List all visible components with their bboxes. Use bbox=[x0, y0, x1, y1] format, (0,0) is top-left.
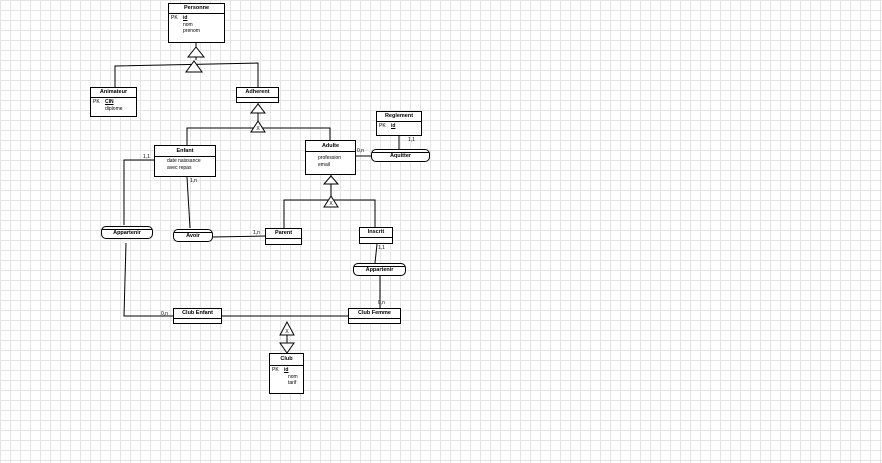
association-label: Appartenir bbox=[113, 230, 141, 236]
cardinality-label: 0,n bbox=[161, 311, 168, 317]
primary-key-field: id bbox=[391, 123, 396, 129]
line-avoir-parent bbox=[211, 235, 266, 238]
x-adulte-label: X bbox=[329, 201, 333, 207]
entity-title: Adherent bbox=[237, 88, 278, 98]
attribute-field: email bbox=[318, 161, 330, 168]
attribute-field: nom bbox=[288, 373, 298, 380]
line-animateur-hierarchy bbox=[114, 62, 259, 87]
cardinality-label: 1,n bbox=[190, 178, 197, 184]
entity-title: Club Femme bbox=[349, 309, 400, 319]
association-appartenir-inscrit[interactable]: Appartenir bbox=[353, 263, 406, 276]
cardinality-label: 0,n bbox=[378, 300, 385, 306]
triangle-adulte bbox=[323, 195, 339, 208]
entity-animateur[interactable]: Animateur PK CIN diplome bbox=[90, 87, 137, 117]
inheritance-labels: X X X bbox=[256, 126, 333, 335]
cardinality-label: 1,1 bbox=[408, 137, 415, 143]
attribute-field: date naissance bbox=[167, 158, 201, 164]
entity-title: Enfant bbox=[155, 146, 215, 157]
cardinality-label: 1,1 bbox=[143, 154, 150, 160]
entity-title: Reglement bbox=[377, 112, 421, 122]
entity-reglement[interactable]: Reglement PK id bbox=[376, 111, 422, 136]
entity-title: Club bbox=[270, 354, 303, 366]
entity-key: PK bbox=[171, 15, 178, 21]
inheritance-triangles bbox=[185, 46, 340, 354]
association-label: Aquitter bbox=[389, 153, 412, 159]
line-enfant-appartenir bbox=[123, 159, 154, 225]
entity-adherent[interactable]: Adherent bbox=[236, 87, 279, 103]
entity-key: PK bbox=[272, 367, 279, 373]
x-adherent-label: X bbox=[256, 126, 260, 132]
entity-parent[interactable]: Parent bbox=[265, 228, 302, 245]
entity-title: Parent bbox=[266, 229, 301, 239]
attribute-field: nom bbox=[183, 21, 193, 28]
entity-adulte[interactable]: Adulte profession email bbox=[305, 140, 356, 175]
triangle-club-down bbox=[279, 342, 295, 354]
association-label: Appartenir bbox=[365, 267, 394, 273]
x-club-label: X bbox=[285, 329, 289, 335]
line-enfant-avoir bbox=[186, 176, 191, 229]
entity-club-enfant[interactable]: Club Enfant bbox=[173, 308, 222, 324]
attribute-field: prenom bbox=[183, 28, 200, 34]
association-acquitter[interactable]: Aquitter bbox=[371, 149, 430, 162]
triangle-adherent-upper bbox=[249, 103, 267, 114]
cardinality-label: 1,n bbox=[253, 230, 260, 236]
triangle-personne bbox=[186, 46, 206, 58]
triangle-adherent bbox=[250, 120, 266, 133]
entity-key: PK bbox=[379, 123, 386, 129]
entity-personne[interactable]: Personne PK id nom prenom bbox=[168, 3, 225, 43]
primary-key-field: id bbox=[183, 15, 188, 21]
entity-inscrit[interactable]: Inscrit bbox=[359, 227, 393, 244]
cardinality-label: 1,1 bbox=[378, 245, 385, 251]
line-appartenir-clubenfant bbox=[123, 242, 173, 317]
entity-title: Animateur bbox=[91, 88, 136, 98]
cardinality-label: 0,n bbox=[357, 148, 364, 154]
association-label: Avoir bbox=[186, 233, 200, 239]
attribute-field: tarif bbox=[288, 380, 297, 386]
triangle-adulte-upper bbox=[322, 175, 340, 185]
association-avoir[interactable]: Avoir bbox=[173, 229, 213, 242]
entity-club-femme[interactable]: Club Femme bbox=[348, 308, 401, 324]
entity-club[interactable]: Club PK id nom tarif bbox=[269, 353, 304, 394]
attribute-field: profession bbox=[318, 155, 342, 161]
attribute-field: diplome bbox=[105, 105, 123, 112]
entity-title: Club Enfant bbox=[174, 309, 221, 319]
entity-key: PK bbox=[93, 99, 100, 105]
triangle-club bbox=[279, 320, 295, 336]
primary-key-field: id bbox=[284, 367, 289, 373]
entity-title: Personne bbox=[169, 4, 224, 14]
triangle-personne-lower bbox=[185, 60, 203, 73]
entity-enfant[interactable]: Enfant date naissance avec repas bbox=[154, 145, 216, 177]
attribute-field: avec repas bbox=[167, 164, 192, 171]
entity-title: Inscrit bbox=[360, 228, 392, 238]
association-appartenir-enfant[interactable]: Appartenir bbox=[101, 226, 153, 239]
entity-title: Adulte bbox=[306, 141, 355, 152]
primary-key-field: CIN bbox=[105, 99, 114, 105]
line-inscrit-appartenir bbox=[374, 243, 378, 264]
